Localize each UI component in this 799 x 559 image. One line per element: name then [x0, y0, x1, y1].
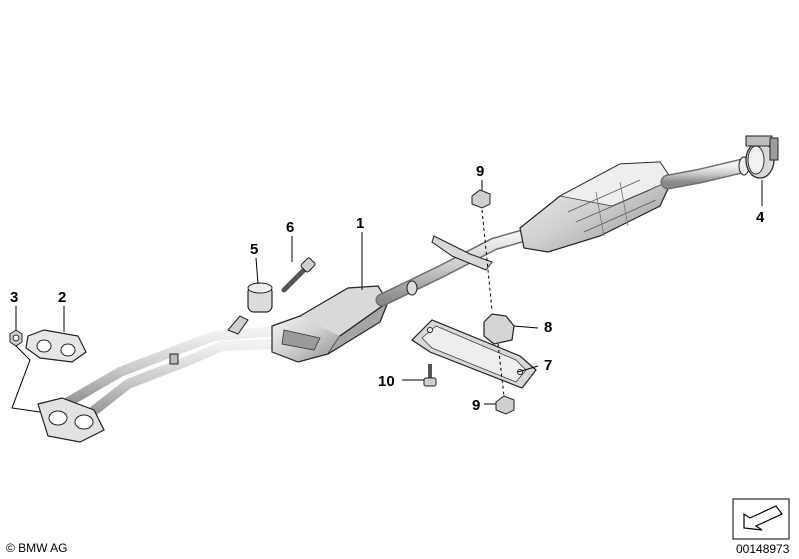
exhaust-pipe-assembly	[37, 156, 750, 443]
orientation-arrow-icon	[732, 498, 790, 540]
copyright-text: © BMW AG	[6, 541, 68, 555]
nut-part-9-upper	[471, 189, 491, 209]
callout-8: 8	[544, 319, 552, 336]
callout-2: 2	[58, 289, 66, 306]
diagram-number: 00148973	[736, 542, 790, 556]
callout-6: 6	[286, 219, 294, 236]
callout-10: 10	[378, 373, 395, 390]
rubber-mount-part	[247, 282, 273, 313]
callout-5: 5	[250, 241, 258, 258]
bolt-part-10	[423, 364, 437, 387]
callout-7: 7	[544, 357, 552, 374]
nut-part-3	[9, 329, 23, 347]
callout-3: 3	[10, 289, 18, 306]
clamp-part	[745, 135, 779, 179]
callout-4: 4	[756, 209, 765, 226]
bolt-part-6	[281, 257, 316, 293]
rubber-bush-part	[483, 313, 515, 345]
callout-1: 1	[356, 215, 364, 232]
gasket-part	[25, 329, 87, 363]
callout-9-upper: 9	[476, 163, 484, 180]
callout-9-lower: 9	[472, 397, 480, 414]
nut-part-9-lower	[495, 395, 515, 415]
leader-lines	[11, 180, 763, 413]
callout-numbers: 1 2 3 4 5 6 7 8 9 9 10	[10, 163, 765, 414]
